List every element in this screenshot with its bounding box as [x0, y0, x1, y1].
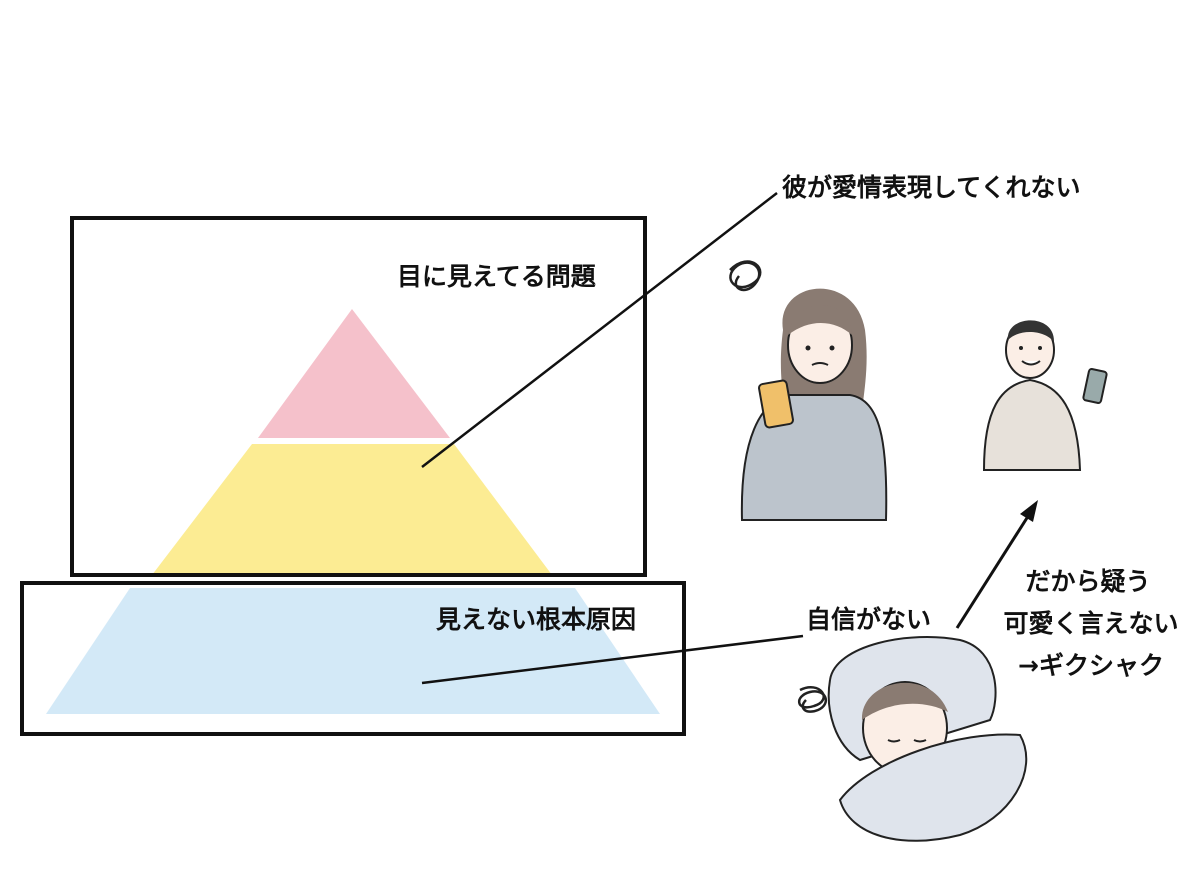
pyramid-bottom-tier: [46, 588, 660, 714]
sleeping-woman-illustration: [798, 636, 1028, 842]
consequence-line-2: 可愛く言えない: [1003, 609, 1179, 638]
no-confidence-label: 自信がない: [806, 605, 932, 634]
root-cause-frame: [20, 581, 686, 736]
arrow-up-icon: [955, 500, 1038, 629]
connector-line-confidence: [421, 634, 804, 685]
pyramid-middle-tier: [152, 444, 552, 575]
consequence-line-3: →ギクシャク: [1018, 651, 1164, 680]
man-with-phone-illustration: [982, 320, 1108, 471]
worry-scribble-icon: [729, 260, 762, 292]
visible-problem-frame: [70, 216, 647, 577]
worried-woman-illustration: [729, 260, 888, 521]
connector-line-affection: [421, 192, 778, 468]
visible-problem-label: 目に見えてる問題: [397, 262, 596, 291]
pyramid-top-tier: [258, 309, 450, 438]
root-cause-label: 見えない根本原因: [436, 605, 637, 634]
no-affection-label: 彼が愛情表現してくれない: [782, 173, 1081, 202]
worry-scribble-icon-2: [798, 686, 828, 713]
consequence-line-1: だから疑う: [1025, 567, 1151, 596]
